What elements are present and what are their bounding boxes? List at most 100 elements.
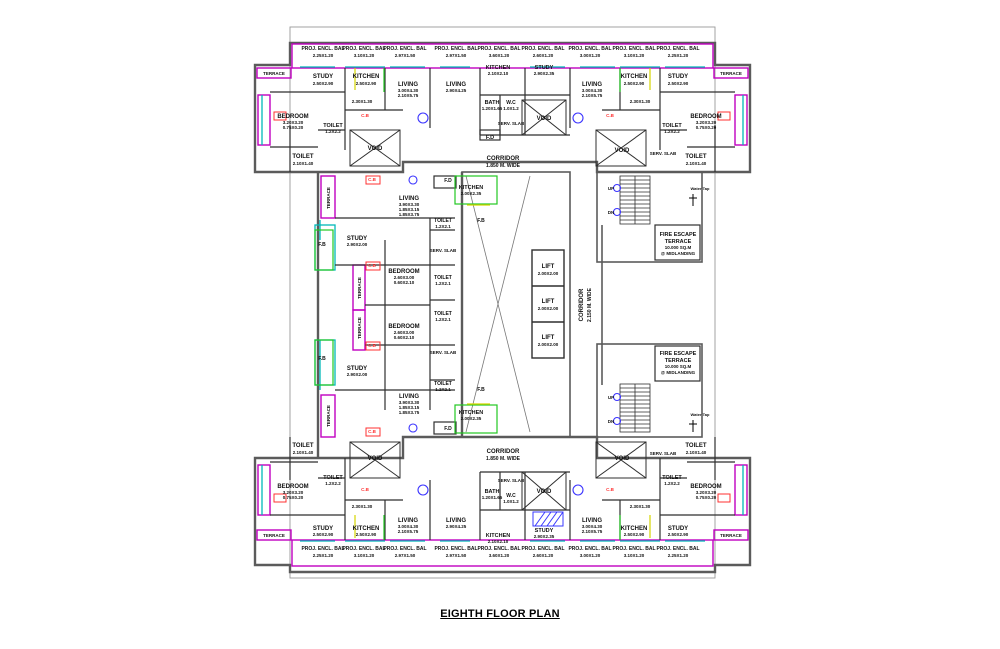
bedroom-label: BEDROOM xyxy=(388,269,419,275)
proj-bal-dim: 3.00X1.20 xyxy=(580,553,601,558)
living-dim: 2.10X5.75 xyxy=(582,529,603,534)
stair-up-label: UP xyxy=(608,186,614,191)
cb-label: C.B xyxy=(361,487,370,492)
proj-bal-label: PROJ. ENCL. BAL xyxy=(383,546,426,552)
fire-escape-label: FIRE ESCAPE xyxy=(660,232,697,238)
void-bottom-right xyxy=(595,441,647,479)
corridor-label: CORRIDOR xyxy=(487,449,520,455)
terrace-top-left-outline xyxy=(256,67,292,79)
cb-marker xyxy=(717,111,731,121)
void-label: VOID xyxy=(537,116,552,122)
toilet-label: TOILET xyxy=(292,154,314,160)
kitchen-dim: 2.10X2.10 xyxy=(488,539,509,544)
void-label: VOID xyxy=(537,489,552,495)
proj-bal-label: PROJ. ENCL. BAL xyxy=(301,546,344,552)
toilet-label: TOILET xyxy=(685,154,707,160)
bath-dim: 1.20X1.65 xyxy=(482,106,503,111)
fire-escape-area: 10.000 SQ.M xyxy=(665,364,692,369)
fire-escape-area: 10.000 SQ.M xyxy=(665,245,692,250)
living-label: LIVING xyxy=(399,196,419,202)
study-label: STUDY xyxy=(347,236,367,242)
living-label: LIVING xyxy=(582,518,602,524)
toilet-dim: 1.2X2.1 xyxy=(435,387,451,392)
corridor-width: 1.850 M. WIDE xyxy=(486,163,521,169)
living-dim: 3.00X4.30 xyxy=(398,88,419,93)
fire-escape-label: FIRE ESCAPE xyxy=(660,351,697,357)
proj-bal-dim: 2.25X1.20 xyxy=(313,53,334,58)
lift-label: LIFT xyxy=(542,299,555,305)
door-swing-icon xyxy=(572,112,584,124)
fd-label: F.D xyxy=(486,135,494,141)
toilet-label: TOILET xyxy=(434,218,452,224)
void-top-left xyxy=(349,129,401,167)
terrace-side-tl xyxy=(257,94,271,146)
living-dim: 3.90X3.30 xyxy=(399,202,420,207)
toilet-label: TOILET xyxy=(323,475,343,481)
bedroom-dim: 3.20X3.20 xyxy=(696,120,717,125)
kitchen-dim: 2.50X2.90 xyxy=(356,81,377,86)
bedroom-label: BEDROOM xyxy=(690,484,721,490)
proj-bal-label: PROJ. ENCL. BAL xyxy=(383,46,426,52)
serv-slab-label: SERV. SLAB xyxy=(498,478,525,483)
svg-text:TERRACE: TERRACE xyxy=(326,187,331,209)
proj-bal-dim: 2.97X1.50 xyxy=(395,553,416,558)
window-lines xyxy=(261,66,744,542)
bedroom-label: BEDROOM xyxy=(388,324,419,330)
proj-bal-dim: 2.25X1.20 xyxy=(313,553,334,558)
water-tap-icon xyxy=(689,194,697,432)
serv-slab-label: SERV. SLAB xyxy=(650,151,677,156)
proj-bal-label: PROJ. ENCL. BAL xyxy=(301,46,344,52)
proj-bal-label: PROJ. ENCL. BAL xyxy=(612,546,655,552)
cb-marker xyxy=(365,341,381,351)
proj-bal-label: PROJ. ENCL. BAL xyxy=(342,546,385,552)
terrace-label: TERRACE xyxy=(263,71,285,76)
living-dim: 1.85X3.75 xyxy=(399,410,420,415)
proj-bal-label: PROJ. ENCL. BAL xyxy=(434,546,477,552)
bottom-balcony-strip xyxy=(291,539,714,567)
bedroom-label: BEDROOM xyxy=(690,114,721,120)
kitchen-label: KITCHEN xyxy=(353,526,380,532)
living-label: LIVING xyxy=(398,518,418,524)
living-label: LIVING xyxy=(446,518,466,524)
svg-text:TERRACE: TERRACE xyxy=(326,405,331,427)
proj-bal-label: PROJ. ENCL. BAL xyxy=(612,46,655,52)
proj-bal-label: PROJ. ENCL. BAL xyxy=(656,46,699,52)
proj-bal-label: PROJ. ENCL. BAL xyxy=(521,46,564,52)
door-swing-icon xyxy=(612,392,622,402)
toilet-dim: 1.2X2.1 xyxy=(435,317,451,322)
toilet-label: TOILET xyxy=(685,443,707,449)
water-tap-label: Water Tap xyxy=(691,186,710,191)
void-label: VOID xyxy=(368,456,383,462)
kitchen-dim: 2.50X2.90 xyxy=(624,81,645,86)
study-dim: 2.50X2.90 xyxy=(668,81,689,86)
void-top-center xyxy=(521,99,567,136)
toilet-label: TOILET xyxy=(323,123,343,129)
terrace-bottom-left-outline xyxy=(256,529,292,541)
living-dim: 2.10X5.75 xyxy=(582,93,603,98)
living-dim: 3.00X4.30 xyxy=(582,88,603,93)
kitchen-label: KITCHEN xyxy=(486,533,510,539)
bedroom-dim: 3.20X3.20 xyxy=(283,120,304,125)
top-balcony-strip xyxy=(291,43,714,69)
living-dim: 1.85X3.15 xyxy=(399,405,420,410)
proj-bal-dim: 3.00X1.20 xyxy=(580,53,601,58)
living-dim: 2.10X5.75 xyxy=(398,529,419,534)
door-swing-icon xyxy=(417,484,429,496)
fire-escape-terrace: TERRACE xyxy=(665,358,692,364)
toilet-dim: 2.10X1.40 xyxy=(686,450,707,455)
bedroom-dim: 0.75X0.20 xyxy=(696,125,717,130)
toilet-label: TOILET xyxy=(292,443,314,449)
void-label: VOID xyxy=(615,456,630,462)
study-dim: 2.50X2.90 xyxy=(313,81,334,86)
study-label: STUDY xyxy=(668,74,688,80)
kitchen-label: KITCHEN xyxy=(459,410,483,416)
door-swing-icon xyxy=(612,183,622,193)
green-accents xyxy=(314,68,621,540)
cb-marker xyxy=(365,427,381,437)
cb-label: C.B xyxy=(361,113,370,118)
terrace-label: TERRACE xyxy=(263,533,285,538)
toilet-dim: 1.2X2.2 xyxy=(325,129,341,134)
cb-marker xyxy=(365,175,381,185)
cb-label: C.B xyxy=(368,263,377,268)
